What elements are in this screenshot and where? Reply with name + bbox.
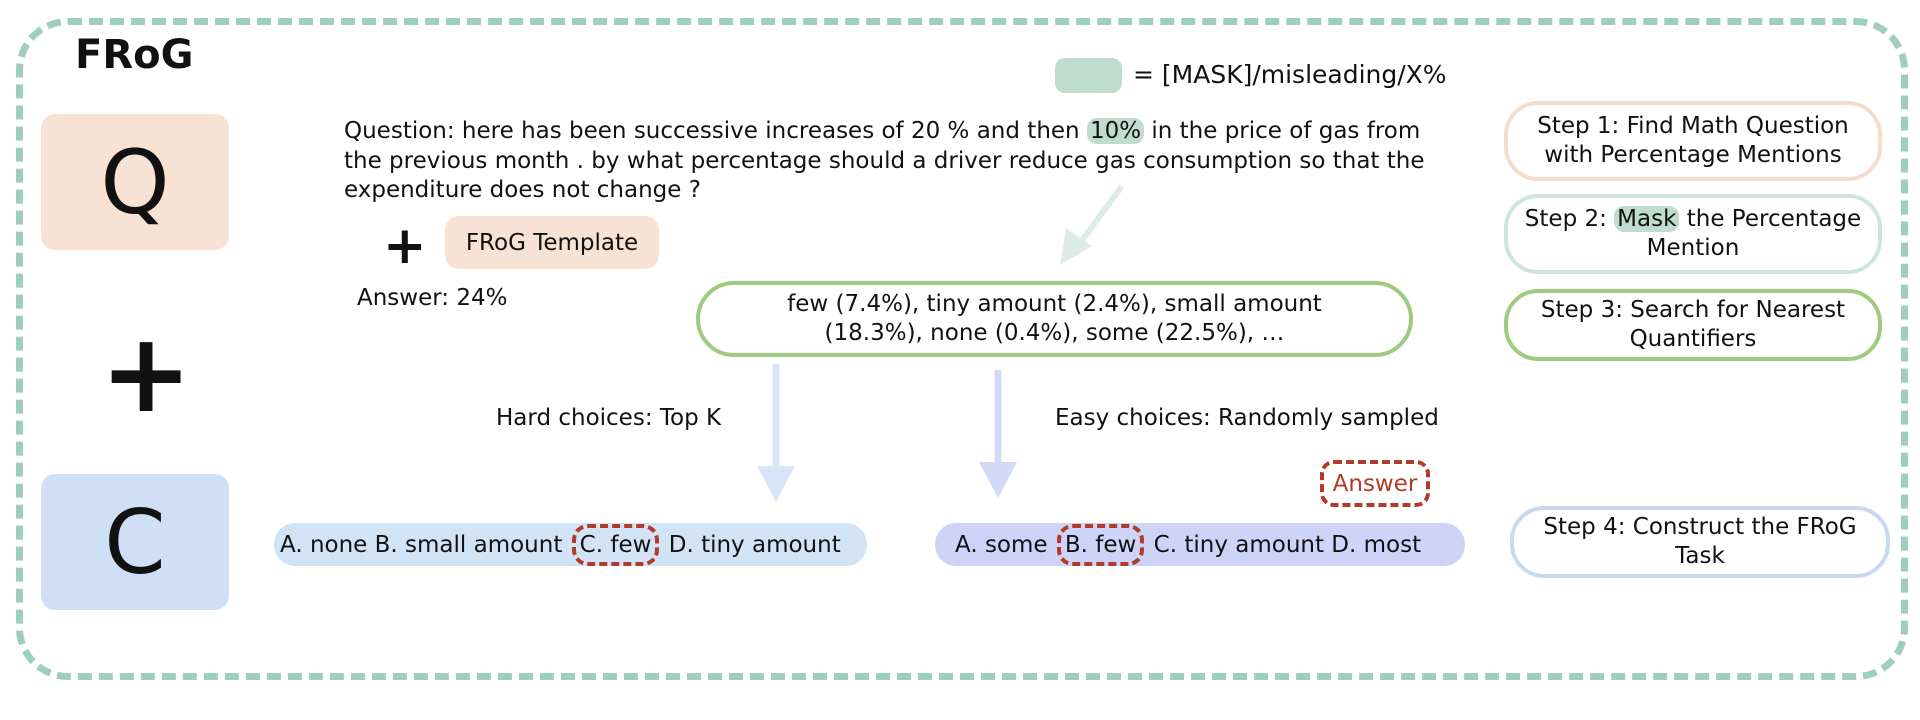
step-3-box: Step 3: Search for Nearest Quantifiers <box>1504 289 1882 361</box>
step-4-box: Step 4: Construct the FRoG Task <box>1510 506 1890 578</box>
step-2-line-1: Step 2: Mask the Percentage <box>1525 205 1861 234</box>
step-3-line-1: Step 3: Search for Nearest <box>1540 297 1846 323</box>
answer-value: Answer: 24% <box>357 285 508 311</box>
easy-choices-pill: A. some B. few C. tiny amount D. most <box>935 523 1465 566</box>
choices-box: C <box>41 474 229 610</box>
easy-choices-arrow <box>979 370 1017 498</box>
question-text: Question: here has been successive incre… <box>344 117 1454 206</box>
hard-choices-pill: A. none B. small amount C. few D. tiny a… <box>274 523 867 566</box>
hard-choices-before: A. none B. small amount <box>280 531 570 558</box>
hard-choices-after: D. tiny amount <box>661 531 841 558</box>
frog-template-label: FRoG Template <box>465 229 639 256</box>
hard-choices-label: Hard choices: Top K <box>496 405 722 431</box>
step-1-line-1: Step 1: Find Math Question <box>1537 113 1849 139</box>
question-before: Question: here has been successive incre… <box>344 118 1087 144</box>
mask-legend-swatch <box>1055 58 1122 93</box>
mask-legend-text: = [MASK]/misleading/X% <box>1133 60 1447 89</box>
frog-template-box: FRoG Template <box>445 216 659 269</box>
plus-symbol: + <box>100 309 193 437</box>
step-2-mask-highlight: Mask <box>1614 206 1680 232</box>
easy-choices-label: Easy choices: Randomly sampled <box>1055 405 1439 431</box>
quantifier-box: few (7.4%), tiny amount (2.4%), small am… <box>696 281 1413 357</box>
quantifier-line-2: (18.3%), none (0.4%), some (22.5%), … <box>824 320 1285 346</box>
q-letter: Q <box>100 130 170 234</box>
question-after: in the price of gas from the previous mo… <box>344 118 1425 203</box>
hard-choices-arrow <box>757 364 795 502</box>
step-3-line-2: Quantifiers <box>1629 326 1757 352</box>
step-2-line-2: Mention <box>1646 235 1740 261</box>
step-1-box: Step 1: Find Math Question with Percenta… <box>1504 101 1882 181</box>
step-4-line-1: Step 4: Construct the FRoG <box>1543 514 1857 540</box>
mask-to-quantifier-arrow <box>1060 184 1125 265</box>
answer-tag-label: Answer <box>1332 470 1418 497</box>
step-2-box: Step 2: Mask the Percentage Mention <box>1504 194 1882 274</box>
step-4-line-2: Task <box>1675 543 1725 569</box>
answer-tag: Answer <box>1320 460 1430 507</box>
hard-correct-answer: C. few <box>571 523 660 566</box>
diagram-title: FRoG <box>75 32 194 78</box>
step-2-after: the Percentage <box>1679 206 1862 232</box>
easy-choices-after: C. tiny amount D. most <box>1146 531 1422 558</box>
question-box: Q <box>41 114 229 250</box>
step-2-before: Step 2: <box>1524 206 1615 232</box>
easy-correct-answer: B. few <box>1056 523 1145 566</box>
step-1-line-2: with Percentage Mentions <box>1544 142 1842 168</box>
c-letter: C <box>104 490 166 594</box>
masked-percentage: 10% <box>1086 118 1145 144</box>
template-plus: + <box>383 216 427 276</box>
easy-choices-before: A. some <box>955 531 1055 558</box>
quantifier-line-1: few (7.4%), tiny amount (2.4%), small am… <box>787 291 1322 317</box>
dashed-frame <box>16 18 1908 680</box>
